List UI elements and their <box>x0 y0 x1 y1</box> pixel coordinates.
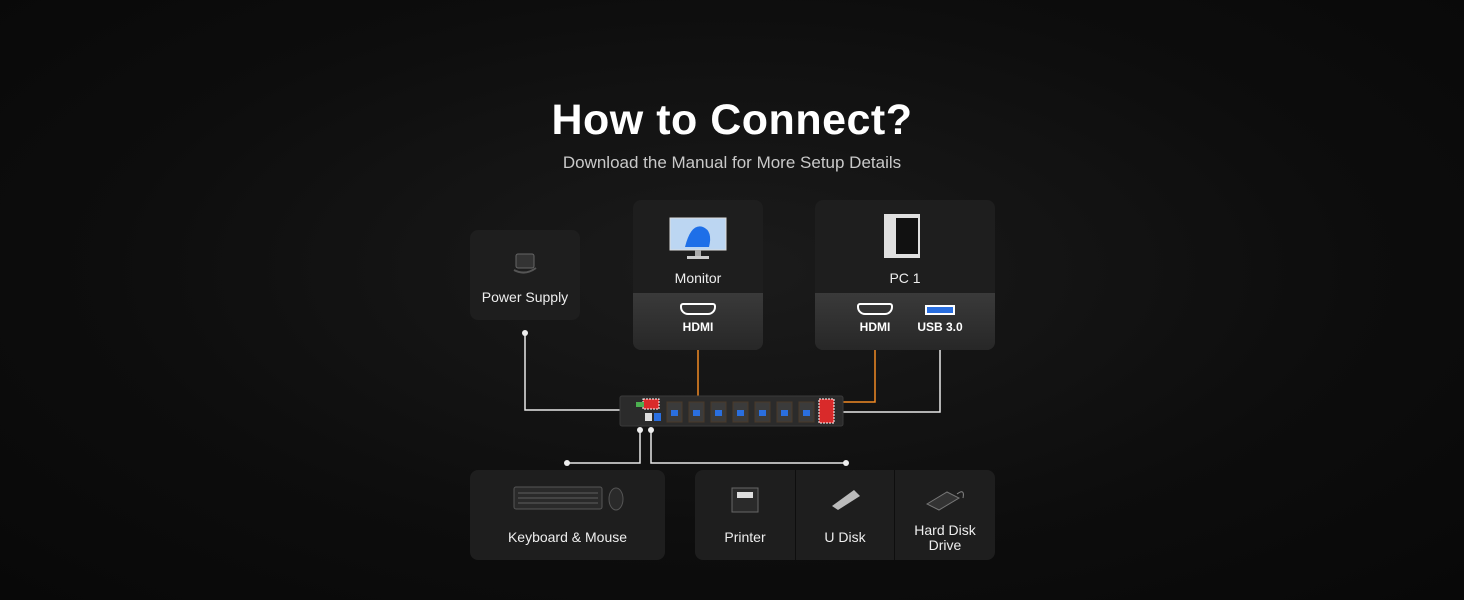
keyboard-line <box>567 430 641 464</box>
usb-flash-drive-icon <box>832 490 860 510</box>
keyboard-mouse-icon <box>513 486 624 511</box>
dot <box>648 427 654 433</box>
pc-hdmi-label: HDMI <box>859 320 891 334</box>
u-disk-label: U Disk <box>824 529 866 545</box>
external-hard-drive-icon <box>925 491 964 511</box>
monitor-icon <box>669 217 727 259</box>
keyboard-mouse-card: Keyboard & Mouse <box>470 470 665 560</box>
dot <box>637 427 643 433</box>
pc-usb-label: USB 3.0 <box>917 320 963 334</box>
keyboard-mouse-label: Keyboard & Mouse <box>507 529 628 545</box>
monitor-card: Monitor HDMI <box>633 200 763 350</box>
page-title: How to Connect? <box>551 96 913 144</box>
pc-usb-line <box>828 341 941 413</box>
divider <box>894 470 895 560</box>
power-line <box>524 333 632 411</box>
kvm-switch <box>619 395 844 427</box>
printer-label: Printer <box>724 529 766 545</box>
pc-card: PC 1 HDMI USB 3.0 <box>815 200 995 350</box>
pc-tower-icon <box>884 214 920 258</box>
divider <box>795 470 796 560</box>
monitor-ports: HDMI <box>633 293 763 350</box>
u-disk-cell: U Disk <box>796 470 894 560</box>
hdmi-port-icon <box>680 303 716 315</box>
pc-hdmi-line <box>832 341 876 403</box>
printer-icon <box>731 487 759 513</box>
power-adapter-icon <box>513 253 537 274</box>
hard-disk-label: Hard Disk Drive <box>914 522 976 553</box>
peripherals-card: Printer U Disk Hard Disk Drive <box>695 470 995 560</box>
peripheral-line <box>650 430 846 464</box>
power-supply-label: Power Supply <box>481 289 569 305</box>
usb-port-icon <box>925 305 955 315</box>
pc-ports: HDMI USB 3.0 <box>815 293 995 350</box>
printer-cell: Printer <box>695 470 795 560</box>
dot <box>564 460 570 466</box>
monitor-label: Monitor <box>674 270 722 286</box>
power-supply-card: Power Supply <box>470 230 580 320</box>
page-subtitle: Download the Manual for More Setup Detai… <box>562 153 902 172</box>
dot <box>843 460 849 466</box>
dot <box>522 330 528 336</box>
monitor-hdmi-label: HDMI <box>682 320 714 334</box>
hard-disk-cell: Hard Disk Drive <box>895 470 995 560</box>
hdmi-port-icon <box>857 303 893 315</box>
pc-label: PC 1 <box>889 270 921 286</box>
